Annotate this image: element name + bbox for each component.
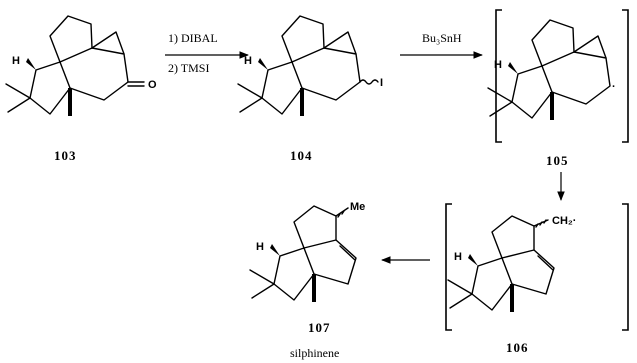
compound-number-107: 107 bbox=[308, 320, 331, 335]
compound-103: O H bbox=[5, 15, 157, 117]
reagent-dibal: 1) DIBAL bbox=[168, 31, 218, 45]
reagent-tmsi: 2) TMSI bbox=[168, 61, 209, 75]
iodine-label: I bbox=[380, 77, 383, 89]
compound-number-105: 105 bbox=[546, 153, 569, 168]
hydrogen-label-103: H bbox=[12, 55, 20, 67]
compound-number-103: 103 bbox=[54, 148, 77, 163]
bracket-right-105 bbox=[622, 9, 629, 143]
hydrogen-label-107: H bbox=[256, 241, 264, 253]
carbonyl-oxygen-label: O bbox=[148, 79, 157, 91]
compound-104: I H bbox=[237, 15, 383, 117]
ch2-radical-label: CH₂· bbox=[552, 215, 576, 227]
compound-107: Me H bbox=[249, 201, 365, 302]
bracket-left-105 bbox=[495, 9, 502, 143]
hydrogen-label-106: H bbox=[454, 251, 462, 263]
bracket-left-106 bbox=[445, 203, 452, 331]
radical-dot-105: · bbox=[612, 81, 616, 93]
compound-name-silphinene: silphinene bbox=[290, 346, 339, 360]
hydrogen-label-104: H bbox=[244, 55, 252, 67]
bracket-right-106 bbox=[622, 203, 629, 331]
compound-106: CH₂· H bbox=[447, 215, 576, 312]
methyl-label: Me bbox=[350, 201, 365, 213]
reagent-tributyltin-hydride: Bu₃SnH bbox=[422, 31, 462, 45]
compound-105: · H bbox=[487, 19, 616, 121]
hydrogen-label-105: H bbox=[494, 59, 502, 71]
compound-number-104: 104 bbox=[290, 148, 313, 163]
compound-number-106: 106 bbox=[506, 340, 529, 355]
